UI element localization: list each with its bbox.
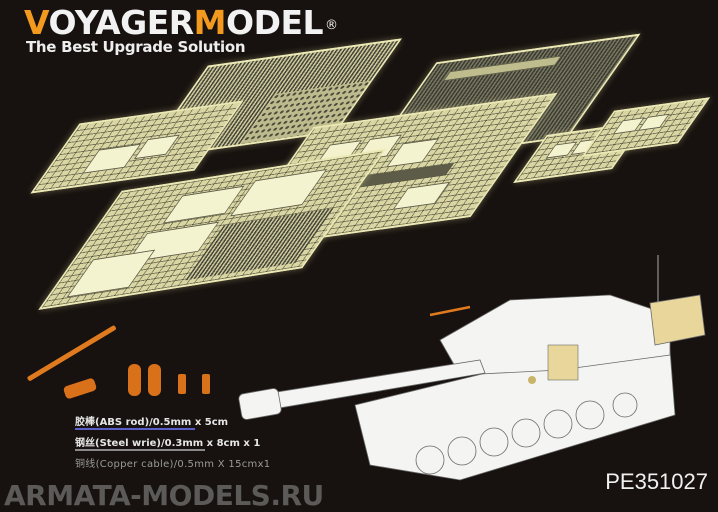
- brand-logo: VOYAGERMODEL®: [24, 6, 338, 40]
- registered-mark-icon: ®: [325, 18, 338, 33]
- material-abs-rod: 胶棒(ABS rod)/0.5mm x 5cm: [75, 417, 229, 428]
- product-code: PE351027: [605, 469, 708, 494]
- resin-muzzle-brake: [62, 377, 98, 400]
- resin-part-1: [128, 364, 141, 396]
- brand-tagline: The Best Upgrade Solution: [26, 38, 246, 56]
- logo-letter-m: M: [193, 3, 227, 42]
- logo-letter-v: V: [24, 3, 49, 42]
- material-steel-wire: 钢丝(Steel wrie)/0.3mm x 8cm x 1: [75, 438, 261, 449]
- material-underline: [75, 449, 205, 451]
- resin-part-4: [202, 374, 210, 394]
- resin-gun-barrel: [26, 324, 117, 382]
- watermark: ARMATA-MODELS.RU: [4, 479, 324, 512]
- pe-sheet-right-small-2: [581, 97, 711, 157]
- howitzer-drawing: [238, 255, 706, 481]
- material-copper-cable: 铜线(Copper cable)/0.5mm X 15cmx1: [75, 459, 271, 470]
- resin-part-3: [178, 374, 186, 394]
- logo-text-oyager: OYAGER: [48, 3, 194, 42]
- logo-text-odel: ODEL: [226, 3, 324, 42]
- material-underline: [75, 428, 195, 430]
- resin-part-2: [148, 364, 161, 396]
